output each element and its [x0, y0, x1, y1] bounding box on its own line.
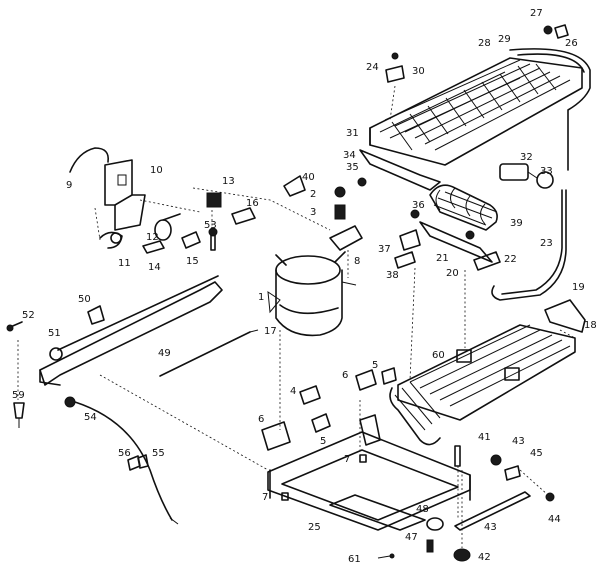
callout-55: 55: [152, 448, 165, 459]
condenser-coil: [369, 48, 591, 171]
callout-32: 32: [520, 152, 533, 163]
callout-34: 34: [343, 150, 356, 161]
wire-9: [69, 147, 110, 173]
callout-30: 30: [412, 66, 425, 77]
callout-9: 9: [66, 180, 72, 191]
callout-36: 36: [412, 200, 425, 211]
evaporator-39: [419, 184, 498, 263]
callout-17: 17: [264, 326, 277, 337]
callout-21: 21: [436, 253, 449, 264]
callout-50: 50: [78, 294, 91, 305]
callout-11: 11: [118, 258, 131, 269]
callout-54: 54: [84, 412, 97, 423]
callout-35: 35: [346, 162, 359, 173]
callout-42: 42: [478, 552, 491, 563]
compressor-1: [267, 251, 357, 337]
callout-45: 45: [530, 448, 543, 459]
callout-19: 19: [572, 282, 585, 293]
callout-26: 26: [565, 38, 578, 49]
callout-7a: 7: [344, 454, 350, 465]
callout-18: 18: [584, 320, 597, 331]
callout-12: 12: [146, 232, 159, 243]
rod-43: [454, 491, 531, 531]
callout-39: 39: [510, 218, 523, 229]
callout-5b: 5: [320, 436, 326, 447]
callout-41: 41: [478, 432, 491, 443]
fan-motor-32: [499, 163, 554, 189]
callout-10: 10: [150, 165, 163, 176]
callout-4: 4: [290, 386, 296, 397]
callout-20: 20: [446, 268, 459, 279]
callout-48: 48: [416, 504, 429, 515]
callout-53: 53: [204, 220, 217, 231]
control-box-10: [104, 159, 146, 231]
capillary-tube-23: [491, 189, 567, 301]
callout-37: 37: [378, 244, 391, 255]
callout-43b: 43: [484, 522, 497, 533]
callout-5a: 5: [372, 360, 378, 371]
callout-59: 59: [12, 390, 25, 401]
callout-24: 24: [366, 62, 379, 73]
bracket-18: [544, 299, 586, 333]
callout-labels: 27 29 28 26 24 30 31 34 32 33 35 2 3 40 …: [12, 8, 597, 565]
callout-6a: 6: [342, 370, 348, 381]
drain-pan-34: [359, 149, 441, 191]
power-cord-54: [64, 396, 179, 525]
callout-22: 22: [504, 254, 517, 265]
callout-43a: 43: [512, 436, 525, 447]
callout-52: 52: [22, 310, 35, 321]
callout-61: 61: [348, 554, 361, 565]
callout-51: 51: [48, 328, 61, 339]
callout-16: 16: [246, 198, 259, 209]
callout-15: 15: [186, 256, 199, 267]
callout-3: 3: [310, 207, 316, 218]
callout-8: 8: [354, 256, 360, 267]
callout-33: 33: [540, 166, 553, 177]
callout-49: 49: [158, 348, 171, 359]
callout-40: 40: [302, 172, 315, 183]
leader-lines: [17, 85, 576, 548]
small-parts: [6, 24, 569, 562]
callout-1: 1: [258, 292, 264, 303]
callout-25: 25: [308, 522, 321, 533]
callout-23: 23: [540, 238, 553, 249]
callout-2: 2: [310, 189, 316, 200]
callout-56: 56: [118, 448, 131, 459]
callout-29: 29: [498, 34, 511, 45]
rail-49: [39, 275, 223, 386]
callout-28: 28: [478, 38, 491, 49]
callout-27: 27: [530, 8, 543, 19]
condenser-60: [389, 324, 576, 446]
base-frame-25: [267, 414, 471, 531]
callout-38: 38: [386, 270, 399, 281]
callout-60: 60: [432, 350, 445, 361]
callout-31: 31: [346, 128, 359, 139]
callout-6b: 6: [258, 414, 264, 425]
callout-44: 44: [548, 514, 561, 525]
callout-7b: 7: [262, 492, 268, 503]
callout-47: 47: [405, 532, 418, 543]
callout-14: 14: [148, 262, 161, 273]
rod-17: [159, 329, 259, 377]
callout-13: 13: [222, 176, 235, 187]
